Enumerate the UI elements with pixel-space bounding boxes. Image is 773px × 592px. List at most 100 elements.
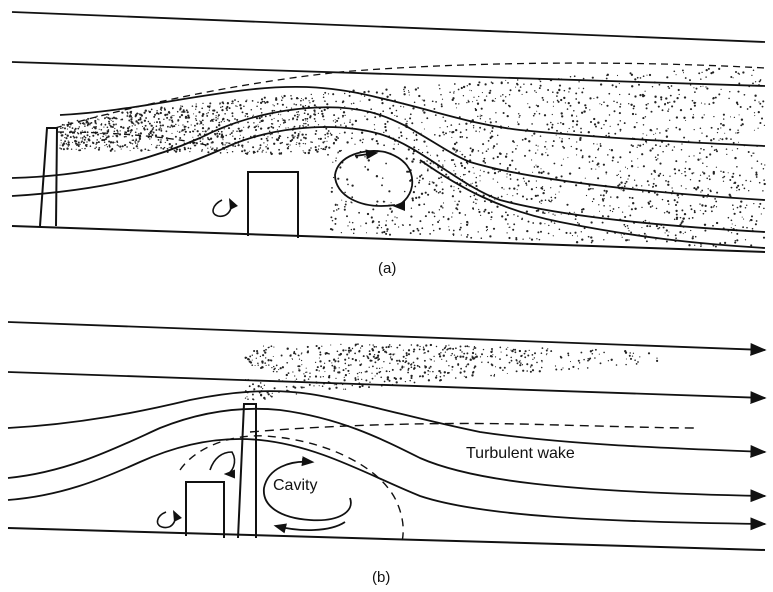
stipple-dot bbox=[668, 203, 670, 205]
stipple-dot bbox=[237, 144, 240, 147]
stipple-dot bbox=[406, 170, 409, 173]
stipple-dot bbox=[149, 138, 151, 140]
stipple-dot bbox=[132, 147, 135, 150]
stipple-dot bbox=[659, 172, 662, 175]
streamline-b5 bbox=[7, 438, 767, 531]
stipple-dot bbox=[760, 213, 762, 215]
stipple-dot bbox=[280, 114, 282, 116]
stipple-dot bbox=[453, 189, 455, 192]
stipple-dot bbox=[544, 199, 547, 201]
stipple-dot bbox=[303, 379, 306, 382]
stipple-dot bbox=[482, 143, 485, 146]
stipple-dot bbox=[466, 163, 469, 165]
stipple-dot bbox=[329, 132, 332, 134]
stipple-dot bbox=[128, 126, 131, 128]
stipple-dot bbox=[435, 345, 438, 348]
stipple-dot bbox=[383, 144, 385, 147]
stipple-dot bbox=[537, 149, 539, 151]
stipple-dot bbox=[489, 121, 492, 124]
stipple-dot bbox=[698, 72, 701, 75]
stipple-dot bbox=[413, 146, 416, 149]
stipple-dot bbox=[697, 158, 700, 161]
stipple-dot bbox=[301, 352, 303, 354]
stipple-dot bbox=[344, 92, 346, 95]
stipple-dot bbox=[346, 178, 349, 181]
stipple-dot bbox=[676, 201, 679, 204]
stipple-dot bbox=[278, 125, 281, 128]
stipple-dot bbox=[583, 358, 585, 361]
stipple-dot bbox=[105, 134, 107, 136]
stipple-dot bbox=[454, 377, 457, 379]
stipple-dot bbox=[284, 121, 287, 124]
stipple-dot bbox=[736, 147, 739, 150]
stipple-dot bbox=[119, 145, 122, 148]
stipple-dot bbox=[171, 114, 173, 117]
stipple-dot bbox=[384, 224, 387, 227]
stipple-dot bbox=[229, 133, 231, 136]
stipple-dot bbox=[720, 127, 722, 129]
stipple-dot bbox=[650, 110, 653, 113]
stipple-dot bbox=[749, 105, 752, 108]
stipple-dot bbox=[742, 71, 745, 74]
stipple-dot bbox=[178, 131, 181, 133]
stipple-dot bbox=[547, 89, 550, 91]
stipple-dot bbox=[387, 345, 390, 349]
stipple-dot bbox=[429, 365, 432, 368]
stipple-dot bbox=[343, 131, 346, 134]
stipple-dot bbox=[534, 90, 536, 92]
stipple-dot bbox=[591, 76, 594, 79]
stipple-dot bbox=[290, 97, 293, 100]
stipple-dot bbox=[759, 121, 762, 125]
stipple-dot bbox=[395, 109, 398, 112]
stipple-dot bbox=[693, 209, 696, 212]
stipple-dot bbox=[398, 344, 401, 346]
stipple-dot bbox=[683, 217, 685, 219]
stipple-dot bbox=[502, 369, 504, 372]
stipple-dot bbox=[409, 117, 412, 120]
stipple-dot bbox=[76, 143, 79, 146]
stipple-dot bbox=[499, 162, 502, 165]
stipple-dot bbox=[683, 96, 687, 99]
stipple-dot bbox=[80, 141, 83, 144]
stipple-dot bbox=[546, 101, 549, 103]
stipple-dot bbox=[135, 142, 137, 144]
stipple-dot bbox=[654, 156, 657, 159]
stipple-dot bbox=[517, 123, 520, 126]
stipple-dot bbox=[701, 244, 703, 246]
stipple-dot bbox=[134, 131, 137, 134]
stipple-dot bbox=[84, 147, 86, 150]
stipple-dot bbox=[645, 103, 648, 106]
stipple-dot bbox=[340, 343, 342, 346]
stipple-dot bbox=[717, 127, 720, 130]
stipple-dot bbox=[528, 106, 531, 109]
stipple-dot bbox=[591, 239, 594, 242]
stipple-dot bbox=[303, 375, 307, 378]
stipple-dot bbox=[401, 366, 404, 369]
stipple-dot bbox=[259, 127, 263, 130]
stipple-dot bbox=[481, 361, 483, 363]
stipple-dot bbox=[292, 371, 294, 373]
stipple-dot bbox=[730, 76, 733, 78]
stipple-dot bbox=[630, 208, 633, 211]
stipple-dot bbox=[399, 368, 402, 371]
stipple-dot bbox=[171, 119, 174, 121]
stipple-dot bbox=[695, 188, 698, 191]
stipple-dot bbox=[222, 139, 224, 141]
stipple-dot bbox=[473, 346, 476, 348]
stipple-dot bbox=[372, 365, 374, 368]
stipple-dot bbox=[620, 234, 622, 236]
stipple-dot bbox=[651, 147, 654, 150]
stipple-dot bbox=[701, 189, 704, 192]
stipple-dot bbox=[602, 163, 606, 166]
stipple-dot bbox=[269, 114, 272, 117]
stipple-dot bbox=[434, 114, 437, 116]
stipple-dot bbox=[309, 115, 312, 118]
stipple-dot bbox=[423, 111, 426, 114]
stipple-dot bbox=[696, 186, 700, 189]
stipple-dot bbox=[764, 164, 766, 166]
stipple-dot bbox=[616, 196, 619, 199]
stipple-dot bbox=[702, 85, 704, 87]
stipple-dot bbox=[357, 376, 359, 378]
stipple-dot bbox=[408, 94, 410, 96]
stipple-dot bbox=[469, 89, 471, 91]
